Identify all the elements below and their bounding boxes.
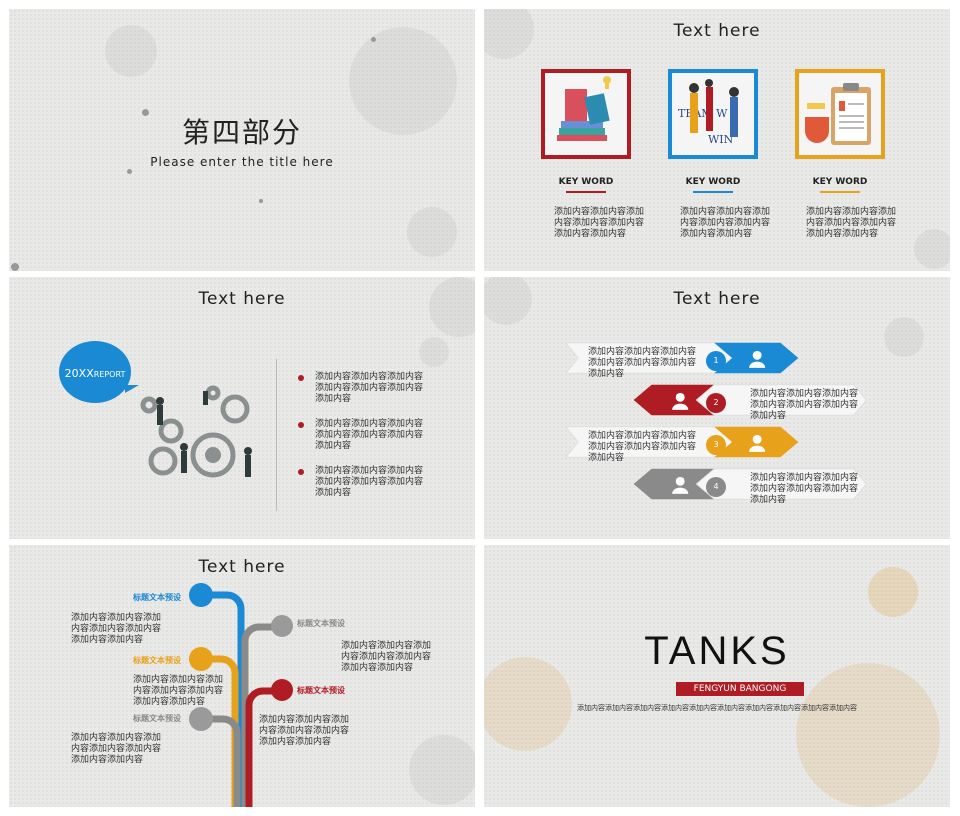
branch-text: 添加内容添加内容添加内容添加内容添加内容添加内容添加内容	[71, 613, 162, 645]
step-ribbon	[633, 468, 867, 500]
slide-report: Text here 20XXREPORT 添加内容添加内容添加内容添加内容添加内…	[9, 277, 475, 539]
branch-text: 添加内容添加内容添加内容添加内容添加内容添加内容添加内容	[133, 675, 224, 707]
branch-label: 标题文本预设	[133, 656, 181, 665]
bullet-text: 添加内容添加内容添加内容添加内容添加内容添加内容添加内容	[315, 372, 424, 404]
decor-dot	[371, 37, 376, 42]
report-badge-year: 20XX	[64, 367, 94, 380]
decor-circle	[407, 207, 457, 257]
clipboard-illustration-frame	[795, 69, 885, 159]
keyword-body: 添加内容添加内容添加内容添加内容添加内容添加内容添加内容	[680, 207, 771, 239]
svg-text:WIN: WIN	[708, 133, 734, 146]
bullet-text: 添加内容添加内容添加内容添加内容添加内容添加内容添加内容	[315, 419, 424, 451]
decor-circle	[409, 735, 475, 805]
keyword-label: KEY WORD	[685, 177, 741, 187]
svg-text:TEAM W: TEAM W	[678, 107, 728, 120]
user-icon	[189, 583, 213, 607]
calculator-icon	[271, 679, 293, 701]
branch-label: 标题文本预设	[133, 714, 181, 723]
decor-circle	[884, 317, 924, 357]
decor-circle	[419, 337, 449, 367]
step-ribbon	[564, 426, 799, 458]
slide-thanks: TANKS FENGYUN BANGONG 添加内容添加内容添加内容添加内容添加…	[484, 545, 950, 807]
teamwork-illustration-frame: TEAM W WIN	[668, 69, 758, 159]
decor-dot	[142, 109, 149, 116]
keyword-body: 添加内容添加内容添加内容添加内容添加内容添加内容添加内容	[806, 207, 897, 239]
decor-circle	[429, 277, 475, 337]
decor-circle	[349, 27, 457, 135]
lightbulb-icon	[271, 615, 293, 637]
thanks-line: 添加内容添加内容添加内容添加内容添加内容添加内容添加内容添加内容添加内容添加内容	[577, 704, 857, 712]
step-ribbon	[633, 384, 867, 416]
step-text: 添加内容添加内容添加内容添加内容添加内容添加内容添加内容	[750, 473, 859, 505]
bullet-text: 添加内容添加内容添加内容添加内容添加内容添加内容添加内容	[315, 466, 424, 498]
branch-text: 添加内容添加内容添加内容添加内容添加内容添加内容添加内容	[341, 641, 432, 673]
badge-tail	[125, 385, 139, 393]
keyword-label: KEY WORD	[812, 177, 868, 187]
slide-title: Text here	[198, 557, 286, 577]
decor-circle	[796, 663, 940, 807]
step-number: 1	[706, 351, 726, 371]
section-subtitle: Please enter the title here	[150, 155, 334, 169]
books-illustration-frame	[541, 69, 631, 159]
tree-stems	[203, 591, 281, 807]
slide-title: Text here	[198, 289, 286, 309]
decor-dot	[11, 263, 19, 271]
step-ribbon	[564, 342, 799, 374]
thanks-banner: FENGYUN BANGONG	[676, 682, 804, 696]
teamwork-icon: TEAM W WIN	[678, 79, 739, 146]
gears-people-icon	[140, 385, 252, 478]
branch-text: 添加内容添加内容添加内容添加内容添加内容添加内容添加内容	[259, 715, 350, 747]
branch-label: 标题文本预设	[297, 686, 345, 695]
step-text: 添加内容添加内容添加内容添加内容添加内容添加内容添加内容	[588, 431, 697, 463]
decor-circle	[914, 229, 950, 269]
slide-tree: Text here 标题文本预设 添加内容添加内容添加内容添加内容添加内容添加内…	[9, 545, 475, 807]
handshake-icon	[189, 707, 213, 731]
slide-title: Text here	[673, 289, 761, 309]
branch-label: 标题文本预设	[133, 593, 181, 602]
report-badge: 20XXREPORT	[59, 341, 131, 403]
decor-circle	[484, 277, 532, 325]
thanks-title: TANKS	[644, 629, 790, 673]
vertical-divider	[276, 359, 277, 511]
slide-steps: Text here 1 添加内容添加内容添加内容添加内容添加内容添加内容添加内容…	[484, 277, 950, 539]
slide-keywords: Text here KEY WORD 添加内容添加内容添加内容添加内容添加内容添…	[484, 9, 950, 271]
bullet-dot	[298, 375, 304, 381]
report-badge-label: REPORT	[93, 370, 126, 379]
step-text: 添加内容添加内容添加内容添加内容添加内容添加内容添加内容	[750, 389, 859, 421]
decor-circle	[105, 25, 157, 77]
section-title: 第四部分	[181, 116, 302, 149]
decor-circle	[868, 567, 918, 617]
step-text: 添加内容添加内容添加内容添加内容添加内容添加内容添加内容	[588, 347, 697, 379]
step-number: 3	[706, 435, 726, 455]
decor-circle	[484, 657, 572, 751]
books-icon	[557, 76, 611, 141]
step-number: 4	[706, 477, 726, 497]
slide-title: Text here	[673, 21, 761, 41]
clipboard-icon	[805, 83, 871, 145]
gear-icon	[189, 647, 213, 671]
decor-dot	[259, 199, 263, 203]
bullet-dot	[298, 422, 304, 428]
decor-dot	[127, 169, 132, 174]
keyword-underline	[820, 191, 860, 193]
step-number: 2	[706, 393, 726, 413]
keyword-body: 添加内容添加内容添加内容添加内容添加内容添加内容添加内容	[554, 207, 645, 239]
slide-section-four: 第四部分 Please enter the title here	[9, 9, 475, 271]
banner-text: FENGYUN BANGONG	[693, 684, 787, 694]
branch-text: 添加内容添加内容添加内容添加内容添加内容添加内容添加内容	[71, 733, 162, 765]
branch-label: 标题文本预设	[297, 619, 345, 628]
keyword-underline	[693, 191, 733, 193]
keyword-label: KEY WORD	[558, 177, 614, 187]
bullet-dot	[298, 469, 304, 475]
keyword-underline	[566, 191, 606, 193]
